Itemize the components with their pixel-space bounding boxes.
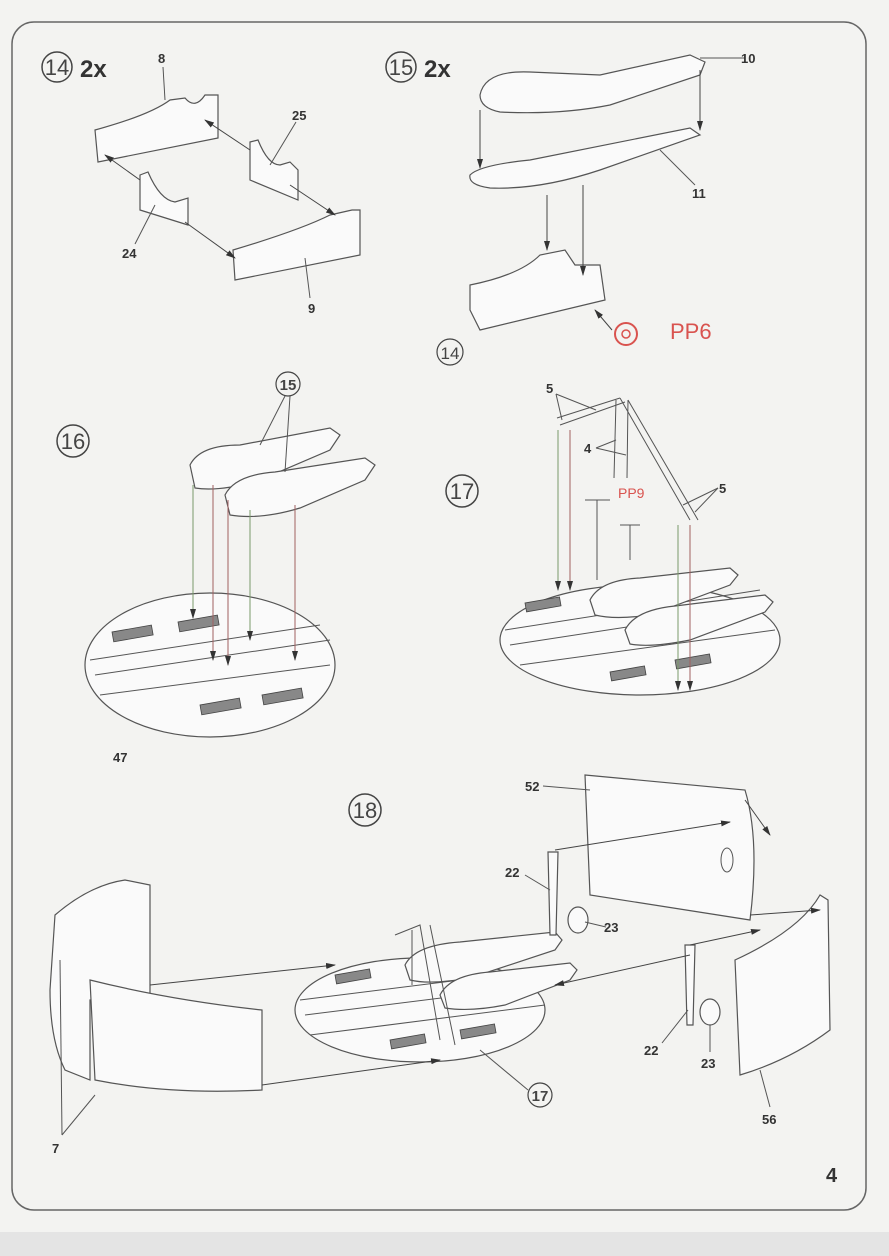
part-label-56: 56 — [762, 1112, 776, 1127]
part-9 — [232, 209, 361, 281]
step-17-circle — [445, 474, 479, 508]
part-label-15: 15 — [280, 377, 297, 394]
cannon-a — [589, 567, 739, 619]
part-11 — [469, 127, 702, 189]
part-label-5-right: 5 — [719, 481, 726, 496]
part-label-23-lower: 23 — [701, 1056, 715, 1071]
step-18-circle — [348, 793, 382, 827]
step-15: 15 2x 10 11 14 PP6 — [385, 51, 755, 366]
part-52-panel — [584, 774, 755, 921]
part-label-22-upper: 22 — [505, 865, 519, 880]
step-18: 18 52 22 23 22 — [49, 774, 831, 1156]
part-label-22-lower: 22 — [644, 1043, 658, 1058]
step-14-circle — [41, 51, 73, 83]
part-label-10: 10 — [741, 51, 755, 66]
part-label-24: 24 — [122, 246, 137, 261]
cannon-upper — [189, 427, 341, 490]
part-label-11: 11 — [692, 186, 706, 201]
part-23-upper — [567, 906, 589, 934]
page-number: 4 — [826, 1165, 838, 1187]
part-label-25: 25 — [292, 108, 306, 123]
part-label-8: 8 — [158, 51, 165, 66]
part-label-5-top: 5 — [546, 381, 553, 396]
assembly-cannon-b — [439, 962, 578, 1011]
step-17: 17 5 4 5 PP9 — [445, 381, 781, 696]
part-47-platform — [84, 592, 336, 738]
part-label-17: 17 — [532, 1088, 549, 1105]
step-15-number: 15 — [389, 55, 413, 80]
part-22-upper — [547, 851, 559, 936]
step-16-circle — [56, 424, 90, 458]
part-7-left-panel — [49, 879, 151, 1081]
photoetch-label-pp6: PP6 — [670, 319, 712, 344]
step-18-number: 18 — [353, 798, 377, 823]
part-label-23-upper: 23 — [604, 920, 618, 935]
step-14-number: 14 — [45, 55, 69, 80]
part-label-7: 7 — [52, 1141, 59, 1156]
part-label-52: 52 — [525, 779, 539, 794]
step-14: 14 2x 8 25 24 9 — [41, 51, 361, 316]
part-label-14: 14 — [441, 344, 460, 363]
step-15-circle — [385, 51, 417, 83]
part-7-front-panel — [89, 979, 263, 1092]
part-14-assembly — [469, 249, 606, 331]
part-23-lower — [699, 998, 721, 1026]
part-25 — [249, 139, 299, 201]
part-label-9: 9 — [308, 301, 315, 316]
cannon-lower — [224, 457, 376, 518]
step-16: 16 15 47 — [56, 371, 376, 765]
assembly-cannon-a — [404, 931, 563, 983]
part-label-4: 4 — [584, 441, 592, 456]
part-24 — [139, 171, 189, 226]
part-22-lower — [684, 944, 696, 1026]
photoetch-label-pp9: PP9 — [618, 485, 645, 501]
part-8 — [94, 94, 219, 163]
page-border — [11, 21, 867, 1211]
part-10-barrel — [479, 54, 706, 114]
part-label-47: 47 — [113, 750, 127, 765]
scan-margin — [0, 1232, 889, 1256]
part-56-panel — [734, 894, 831, 1076]
step-17-number: 17 — [450, 479, 474, 504]
pp6-wheel-icon — [614, 322, 638, 346]
step-15-multiplier: 2x — [424, 56, 451, 83]
cannon-b — [624, 594, 774, 646]
step-14-multiplier: 2x — [80, 56, 107, 83]
step-16-number: 16 — [61, 429, 85, 454]
